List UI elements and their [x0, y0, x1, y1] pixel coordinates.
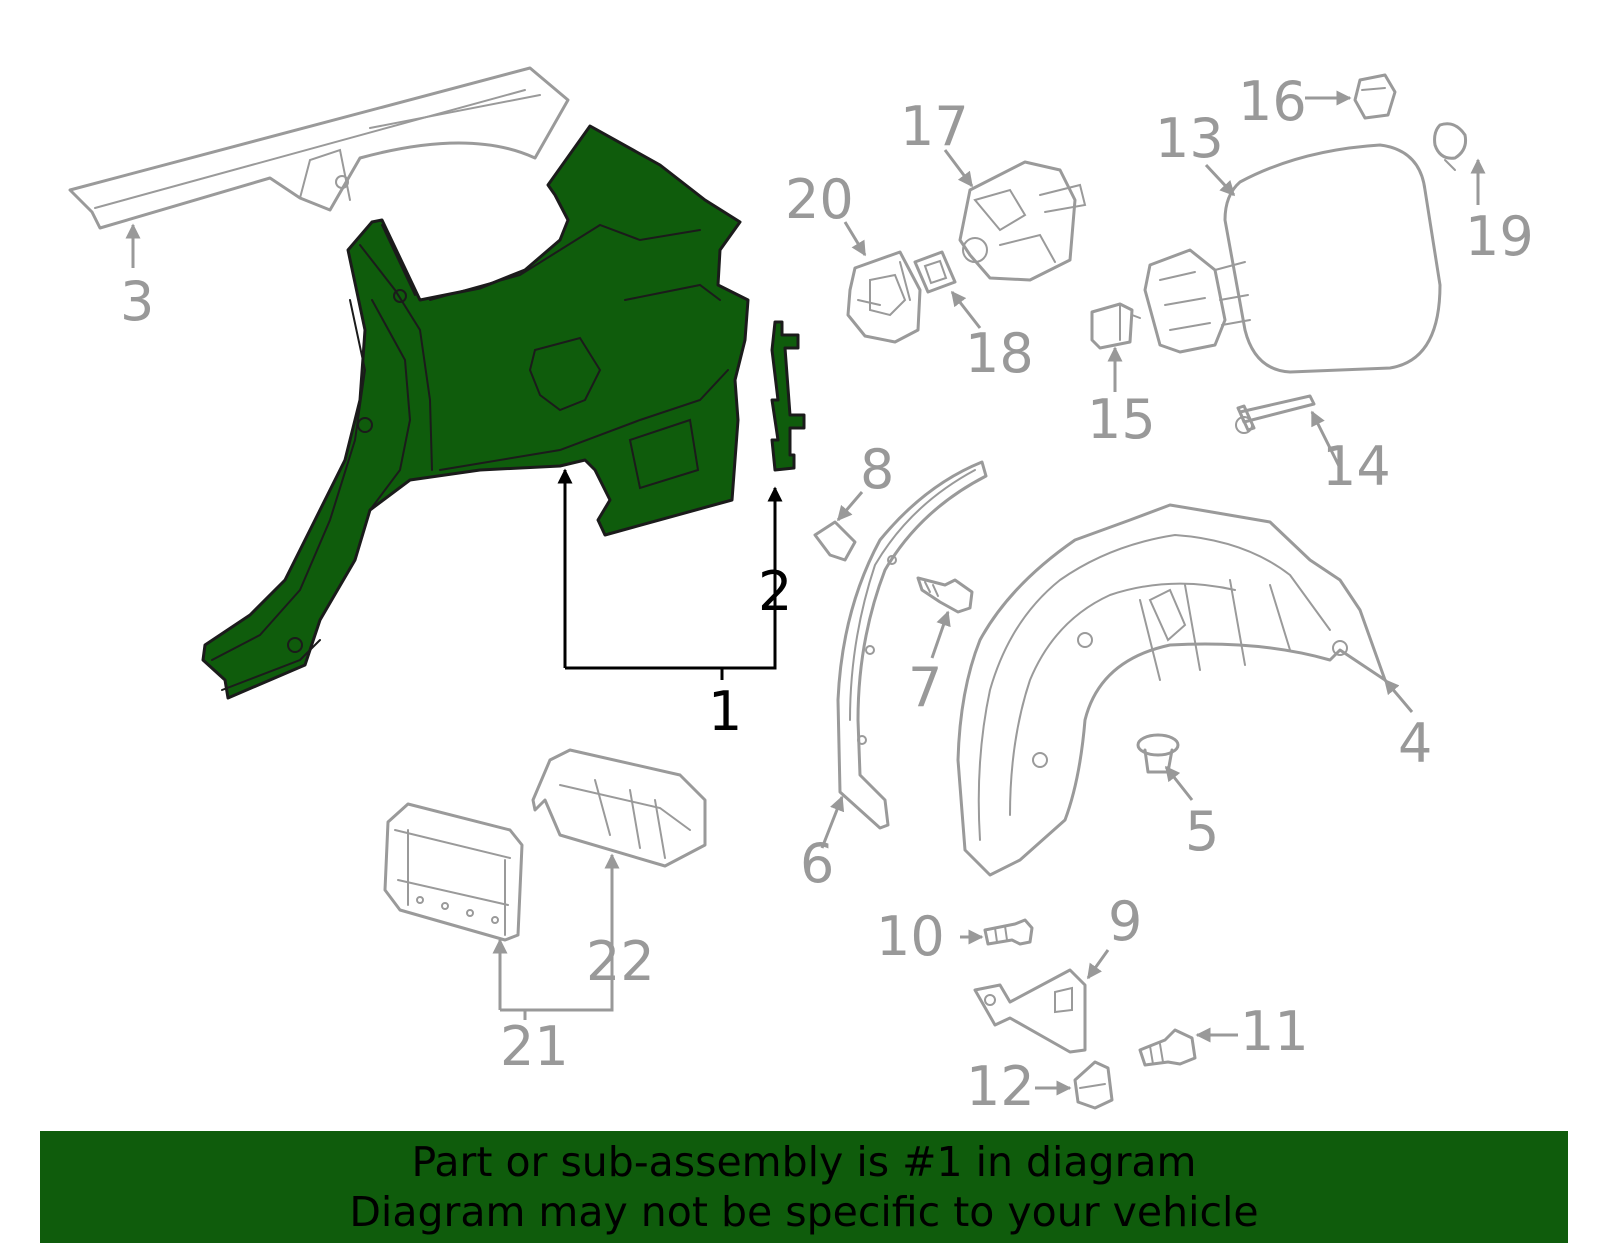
callout-21: 21 [500, 1015, 569, 1078]
callout-1: 1 [708, 680, 742, 743]
quarter-panel-part [201, 124, 750, 700]
tray-part [531, 748, 707, 868]
wheel-arch-molding-part [836, 460, 988, 830]
lock-actuator-part [958, 160, 1087, 282]
callout-16: 16 [1238, 70, 1307, 133]
nut-clip-part [1073, 1060, 1114, 1110]
callout-4: 4 [1398, 712, 1432, 775]
callout-15: 15 [1087, 388, 1156, 451]
callout-5: 5 [1185, 800, 1219, 863]
callout-6: 6 [800, 832, 834, 895]
screw-11-part [1138, 1028, 1197, 1067]
callout-13: 13 [1155, 107, 1224, 170]
leader-lines [125, 90, 1486, 1096]
banner-line-1: Part or sub-assembly is #1 in diagram [411, 1138, 1197, 1186]
callout-8: 8 [860, 438, 894, 501]
mount-bracket-part [973, 968, 1087, 1054]
callout-3: 3 [120, 270, 154, 333]
parts-diagram: 1 2 3 4 5 6 7 8 9 10 11 12 13 14 15 16 1… [68, 66, 1534, 1118]
callout-labels: 1 2 3 4 5 6 7 8 9 10 11 12 13 14 15 16 1… [120, 70, 1534, 1118]
spring-clip-part [1433, 122, 1467, 171]
callout-12: 12 [966, 1055, 1035, 1118]
gasket-part [913, 250, 957, 294]
housing-box-part [383, 802, 524, 942]
fuel-door-part [1143, 143, 1442, 374]
callout-9: 9 [1108, 890, 1142, 953]
banner-line-2: Diagram may not be specific to your vehi… [349, 1188, 1259, 1236]
callout-7: 7 [908, 656, 942, 719]
callout-18: 18 [965, 322, 1034, 385]
callout-19: 19 [1465, 205, 1534, 268]
bolt-part [1235, 394, 1316, 434]
roof-side-rail-part [68, 66, 570, 230]
cap-part [1353, 73, 1397, 120]
quarter-panel-bracket-part [770, 320, 806, 472]
callout-14: 14 [1322, 435, 1391, 498]
callout-17: 17 [900, 95, 969, 158]
screw-part [916, 576, 974, 614]
callout-11: 11 [1240, 1000, 1309, 1063]
clip-8-part [813, 520, 857, 562]
info-banner: Part or sub-assembly is #1 in diagram Di… [40, 1131, 1568, 1243]
callout-20: 20 [785, 168, 854, 231]
push-clip-part [1136, 733, 1180, 774]
callout-22: 22 [586, 930, 655, 993]
callout-10: 10 [876, 905, 945, 968]
small-bolt-part [983, 918, 1034, 946]
wheel-house-liner-part [956, 503, 1387, 877]
clip-part [1090, 302, 1141, 350]
callout-2: 2 [758, 560, 792, 623]
fuel-filler-housing-part [846, 250, 922, 344]
